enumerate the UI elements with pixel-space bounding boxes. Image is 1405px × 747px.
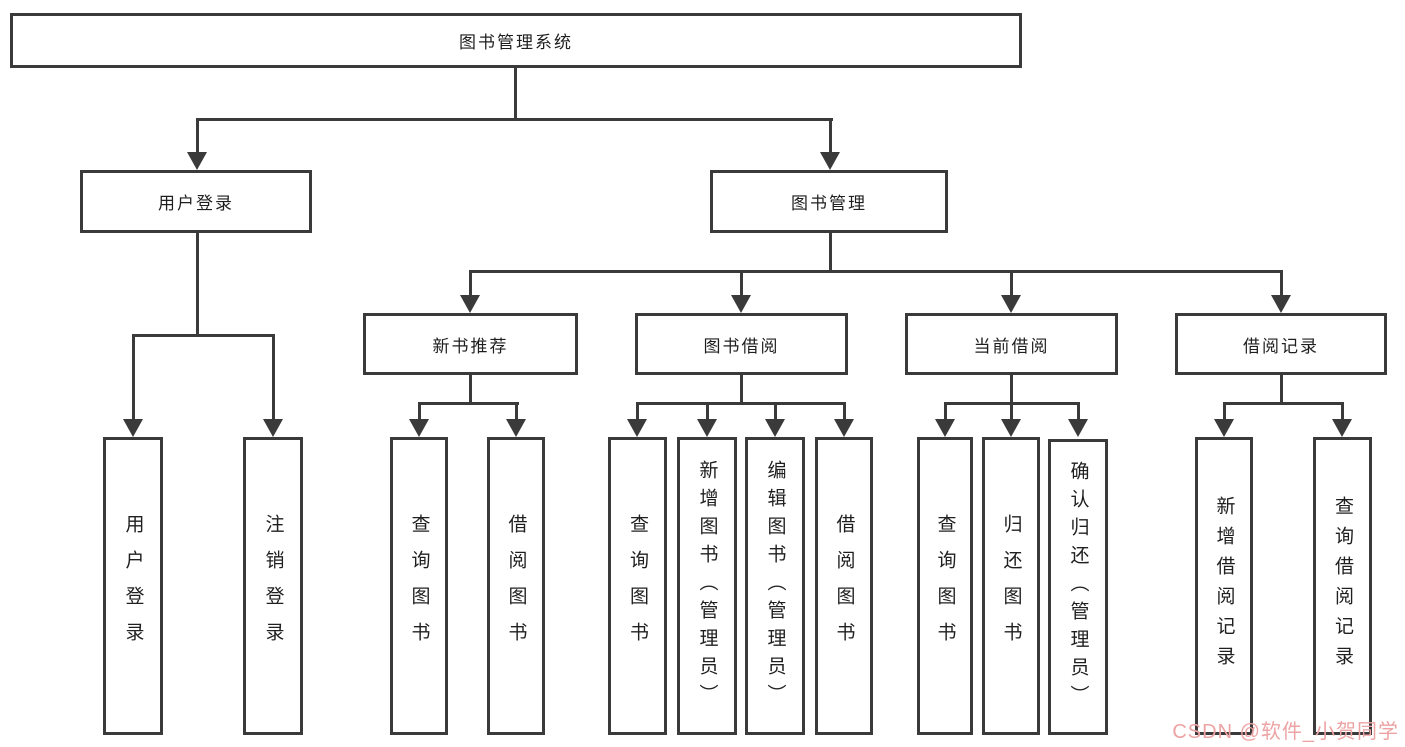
leaf-label: 借阅图书 — [833, 514, 855, 658]
connector-drop — [272, 334, 275, 419]
arrow-down-icon — [263, 419, 283, 437]
leaf-label: 注销登录 — [262, 514, 284, 658]
leaf-label: 新增借阅记录 — [1213, 496, 1235, 676]
leaf-user-login: 用户登录 — [103, 437, 163, 735]
arrow-down-icon — [1214, 419, 1234, 437]
arrow-down-icon — [765, 419, 785, 437]
arrow-down-icon — [1001, 419, 1021, 437]
node-new-book-recommend: 新书推荐 — [363, 313, 578, 375]
connector-drop — [740, 270, 743, 295]
connector-drop — [774, 402, 777, 419]
arrow-down-icon — [731, 295, 751, 313]
arrow-down-icon — [187, 152, 207, 170]
leaf-add-borrow-record: 新增借阅记录 — [1195, 437, 1253, 735]
arrow-down-icon — [935, 419, 955, 437]
connector-stem — [469, 375, 472, 405]
connector-drop — [469, 270, 472, 295]
connector-user-login-stem — [196, 233, 199, 337]
leaf-query-books-borrowing: 查询图书 — [608, 437, 667, 735]
connector-root-drop-left — [196, 118, 199, 152]
connector-drop — [944, 402, 947, 419]
leaf-label: 确认归还（管理员） — [1067, 461, 1089, 713]
arrow-down-icon — [409, 419, 429, 437]
connector-book-mgmt-stem — [829, 233, 832, 273]
connector-bus — [636, 402, 846, 405]
arrow-down-icon — [1001, 295, 1021, 313]
connector-bus — [418, 402, 519, 405]
arrow-down-icon — [834, 419, 854, 437]
connector-drop — [706, 402, 709, 419]
connector-drop — [1077, 402, 1080, 419]
connector-drop — [132, 334, 135, 419]
arrow-down-icon — [1271, 295, 1291, 313]
arrow-down-icon — [820, 152, 840, 170]
node-book-borrowing: 图书借阅 — [635, 313, 848, 375]
leaf-query-books-recommend: 查询图书 — [390, 437, 448, 735]
connector-drop — [1010, 270, 1013, 295]
connector-book-mgmt-bus — [469, 270, 1283, 273]
node-library-system: 图书管理系统 — [10, 13, 1022, 68]
leaf-label: 借阅图书 — [505, 514, 527, 658]
connector-user-login-bus — [132, 334, 275, 337]
node-book-management: 图书管理 — [710, 170, 948, 233]
connector-bus — [1223, 402, 1344, 405]
node-current-borrowing: 当前借阅 — [905, 313, 1118, 375]
connector-root-drop-right — [829, 118, 832, 152]
leaf-add-books-admin: 新增图书（管理员） — [677, 437, 737, 735]
connector-drop — [1223, 402, 1226, 419]
node-borrowing-records: 借阅记录 — [1175, 313, 1387, 375]
leaf-return-books: 归还图书 — [982, 437, 1040, 735]
connector-root-stem — [514, 68, 517, 121]
connector-stem — [1280, 375, 1283, 405]
leaf-edit-books-admin: 编辑图书（管理员） — [745, 437, 805, 735]
leaf-label: 新增图书（管理员） — [696, 460, 718, 712]
leaf-confirm-return-admin: 确认归还（管理员） — [1048, 439, 1108, 735]
arrow-down-icon — [460, 295, 480, 313]
leaf-label: 归还图书 — [1000, 514, 1022, 658]
leaf-label: 查询图书 — [934, 514, 956, 658]
arrow-down-icon — [627, 419, 647, 437]
connector-drop — [636, 402, 639, 419]
connector-drop — [418, 402, 421, 419]
leaf-query-borrow-record: 查询借阅记录 — [1313, 437, 1372, 735]
leaf-borrow-books-recommend: 借阅图书 — [487, 437, 545, 735]
connector-drop — [1341, 402, 1344, 419]
arrow-down-icon — [123, 419, 143, 437]
leaf-label: 编辑图书（管理员） — [764, 460, 786, 712]
csdn-watermark: CSDN @软件_小贺同学 — [1172, 721, 1399, 743]
connector-drop — [843, 402, 846, 419]
arrow-down-icon — [1068, 419, 1088, 437]
connector-drop — [1010, 402, 1013, 419]
arrow-down-icon — [1332, 419, 1352, 437]
connector-stem — [740, 375, 743, 405]
arrow-down-icon — [506, 419, 526, 437]
connector-stem — [1010, 375, 1013, 405]
connector-root-bus — [196, 118, 833, 121]
leaf-borrow-books: 借阅图书 — [815, 437, 873, 735]
connector-drop — [1280, 270, 1283, 295]
connector-drop — [515, 402, 518, 419]
leaf-label: 用户登录 — [122, 514, 144, 658]
leaf-label: 查询借阅记录 — [1332, 496, 1353, 676]
node-user-login: 用户登录 — [80, 170, 312, 233]
leaf-query-books-current: 查询图书 — [917, 437, 973, 735]
leaf-label: 查询图书 — [627, 514, 648, 658]
arrow-down-icon — [697, 419, 717, 437]
leaf-label: 查询图书 — [408, 514, 430, 658]
leaf-logout: 注销登录 — [243, 437, 303, 735]
